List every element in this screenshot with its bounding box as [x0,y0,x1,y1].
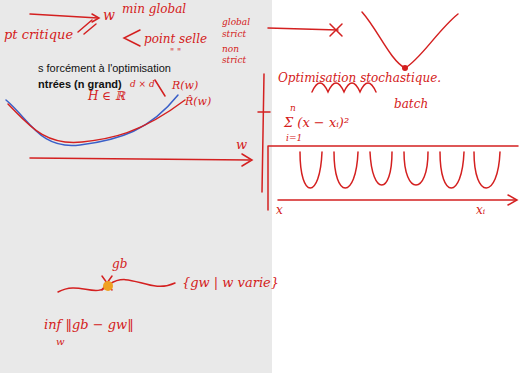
convex-curve [362,12,458,68]
variable-label: w [103,8,115,23]
math-label: inf ‖gb − gw‖ [44,318,134,332]
math-label: d × d [130,80,155,90]
note: " " [170,48,181,58]
math-label: w [56,336,65,347]
arrow-head [508,195,517,205]
variable-label: w [236,138,247,152]
arrow-head [242,154,252,166]
arrow-head [92,14,99,22]
loss-bowls [300,152,500,188]
math-label: i=1 [286,134,302,144]
empirical-risk-curve [8,100,185,142]
model-set-curve [58,280,175,292]
math-label: Σ (x − xᵢ)² [284,116,349,130]
frame-line [268,146,518,210]
note: point selle [144,33,207,46]
math-label: R̂(w) [185,96,211,108]
bracket-tick [258,111,270,113]
slide-panel [0,0,272,373]
cross-mark [330,24,342,36]
arrow-line [30,14,98,18]
note: min global [122,3,186,16]
note: strict [222,30,246,40]
slide-text: s forcément à l'optimisation [38,62,171,74]
variable-label: x [276,204,283,217]
double-arrow [78,20,96,34]
math-label: {gw | w varie} [182,276,279,290]
heading-note: Optimisation stochastique. [278,72,441,85]
leader-line [155,80,165,96]
minimum-dot [402,65,408,71]
w-axis [30,158,250,160]
note: non [222,45,239,55]
x-axis [278,199,516,201]
projection-point [103,281,113,291]
branch-mark [124,30,140,46]
bracket-line [262,74,264,192]
math-label: gb [112,258,127,271]
math-label: R(w) [172,80,198,92]
note: strict [222,56,246,66]
note: pt critique [4,28,73,42]
math-label: n [290,104,296,114]
cross-mark [102,276,112,290]
variable-label: xᵢ [476,204,485,217]
slide-text: ntrées (n grand) [38,78,122,90]
note: global [222,18,250,28]
math-label: H ∈ ℝ [88,90,125,103]
note: batch [394,98,428,111]
axis-line [268,28,338,30]
